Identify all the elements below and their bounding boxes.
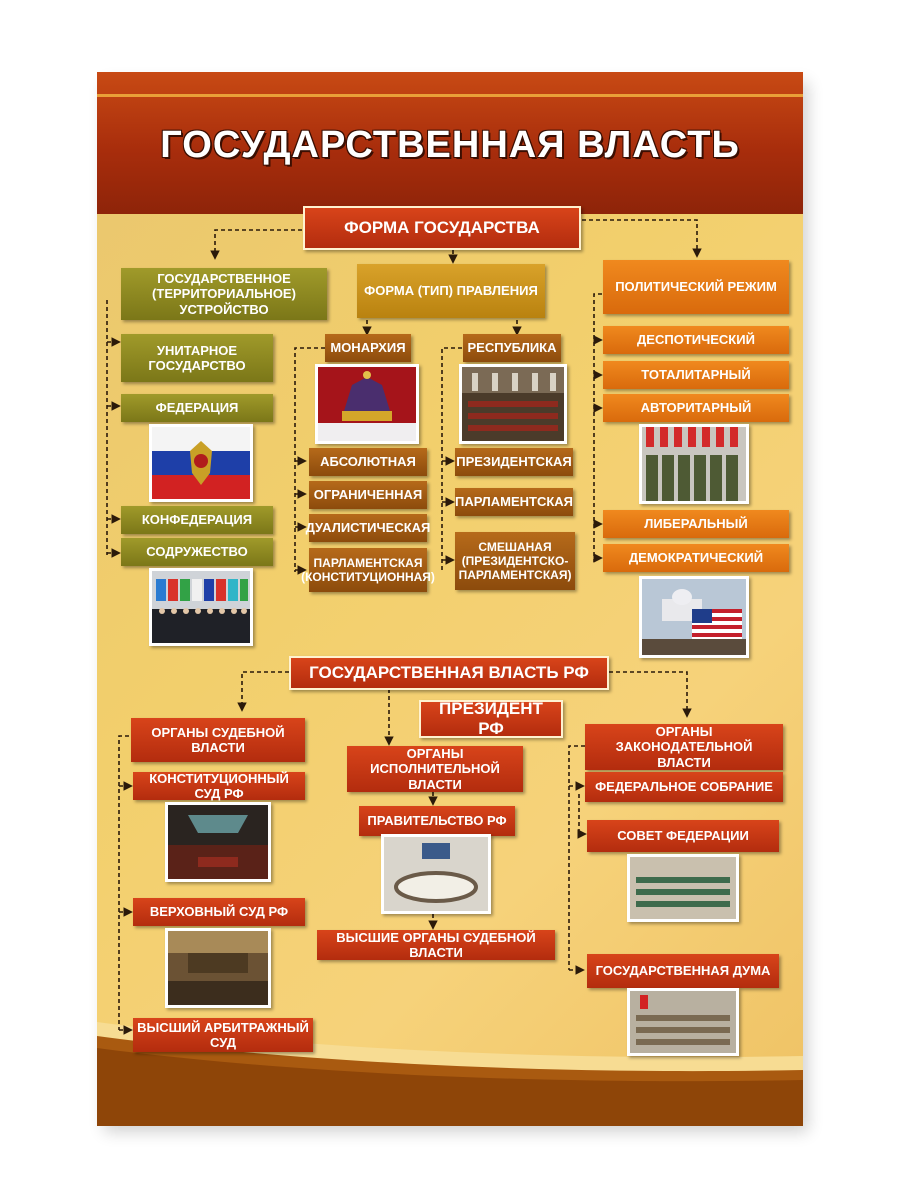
republic-heading: РЕСПУБЛИКА xyxy=(463,334,561,362)
duma-hall-icon xyxy=(630,991,736,1053)
judicial-heading: ОРГАНЫ СУДЕБНОЙ ВЛАСТИ xyxy=(131,718,305,762)
parliament-hall-photo xyxy=(459,364,567,444)
president-box: ПРЕЗИДЕНТ РФ xyxy=(419,699,563,738)
forma-heading: ФОРМА ГОСУДАРСТВА xyxy=(303,206,581,250)
military-parade-photo xyxy=(639,424,749,504)
header-band xyxy=(97,72,803,214)
soldiers-icon xyxy=(642,427,746,501)
connector-lines xyxy=(106,219,702,1035)
rezhim-totalitarian: ТОТАЛИТАРНЫЙ xyxy=(603,361,789,389)
monarchy-limited: ОГРАНИЧЕННАЯ xyxy=(309,481,427,509)
executive-higher-courts: ВЫСШИЕ ОРГАНЫ СУДЕБНОЙ ВЛАСТИ xyxy=(317,930,555,960)
republic-presidential: ПРЕЗИДЕНТСКАЯ xyxy=(455,448,573,476)
us-flag-icon xyxy=(642,579,746,655)
monarchy-absolute: АБСОЛЮТНАЯ xyxy=(309,448,427,476)
poster: ГОСУДАРСТВЕННАЯ ВЛАСТЬ xyxy=(97,72,803,1126)
legislative-federal-assembly: ФЕДЕРАЛЬНОЕ СОБРАНИЕ xyxy=(585,772,783,802)
ustroystvo-heading: ГОСУДАРСТВЕННОЕ (ТЕРРИТОРИАЛЬНОЕ) УСТРОЙ… xyxy=(121,268,327,320)
flags-people-icon xyxy=(152,571,250,643)
header-stripe xyxy=(97,94,803,97)
judicial-arbitration-court: ВЫСШИЙ АРБИТРАЖНЫЙ СУД xyxy=(133,1018,313,1052)
ustroystvo-item-federation: ФЕДЕРАЦИЯ xyxy=(121,394,273,422)
monarchy-dualistic: ДУАЛИСТИЧЕСКАЯ xyxy=(306,514,430,542)
republic-mixed: СМЕШАНАЯ (ПРЕЗИДЕНТСКО-ПАРЛАМЕНТСКАЯ) xyxy=(455,532,575,590)
rezhim-authoritarian: АВТОРИТАРНЫЙ xyxy=(603,394,789,422)
rezhim-democratic: ДЕМОКРАТИЧЕСКИЙ xyxy=(603,544,789,572)
judicial-constitutional-court: КОНСТИТУЦИОННЫЙ СУД РФ xyxy=(133,771,305,801)
legislative-federation-council: СОВЕТ ФЕДЕРАЦИИ xyxy=(587,820,779,852)
state-duma-photo xyxy=(627,988,739,1056)
supreme-court-icon xyxy=(168,931,268,1005)
russian-flag-emblem-photo xyxy=(149,424,253,502)
crown-icon xyxy=(318,367,416,441)
council-hall-icon xyxy=(630,857,736,919)
meeting-room-icon xyxy=(384,837,488,911)
monarchy-heading: МОНАРХИЯ xyxy=(325,334,411,362)
monarchy-parliamentary: ПАРЛАМЕНТСКАЯ (КОНСТИТУЦИОННАЯ) xyxy=(301,548,435,592)
ustroystvo-item-confederation: КОНФЕДЕРАЦИЯ xyxy=(121,506,273,534)
judicial-supreme-court: ВЕРХОВНЫЙ СУД РФ xyxy=(133,898,305,926)
republic-parliamentary: ПАРЛАМЕНТСКАЯ xyxy=(455,488,573,516)
executive-heading: ОРГАНЫ ИСПОЛНИТЕЛЬНОЙ ВЛАСТИ xyxy=(347,746,523,792)
rezhim-heading: ПОЛИТИЧЕСКИЙ РЕЖИМ xyxy=(603,260,789,314)
capitol-flags-photo xyxy=(639,576,749,658)
legislative-state-duma: ГОСУДАРСТВЕННАЯ ДУМА xyxy=(587,954,779,988)
rezhim-despotic: ДЕСПОТИЧЕСКИЙ xyxy=(603,326,789,354)
russian-flag-icon xyxy=(152,427,250,499)
executive-government: ПРАВИТЕЛЬСТВО РФ xyxy=(359,806,515,836)
parliament-hall-icon xyxy=(462,367,564,441)
rezhim-liberal: ЛИБЕРАЛЬНЫЙ xyxy=(603,510,789,538)
constitutional-court-photo xyxy=(165,802,271,882)
commonwealth-leaders-photo xyxy=(149,568,253,646)
supreme-court-photo xyxy=(165,928,271,1008)
poster-title: ГОСУДАРСТВЕННАЯ ВЛАСТЬ xyxy=(160,124,740,166)
court-hall-icon xyxy=(168,805,268,879)
federation-council-photo xyxy=(627,854,739,922)
crown-photo xyxy=(315,364,419,444)
legislative-heading: ОРГАНЫ ЗАКОНОДАТЕЛЬНОЙ ВЛАСТИ xyxy=(585,724,783,770)
rf-heading: ГОСУДАРСТВЕННАЯ ВЛАСТЬ РФ xyxy=(289,656,609,690)
ustroystvo-item-unitary: УНИТАРНОЕ ГОСУДАРСТВО xyxy=(121,334,273,382)
pravlenie-heading: ФОРМА (ТИП) ПРАВЛЕНИЯ xyxy=(357,264,545,318)
government-meeting-photo xyxy=(381,834,491,914)
ustroystvo-item-commonwealth: СОДРУЖЕСТВО xyxy=(121,538,273,566)
